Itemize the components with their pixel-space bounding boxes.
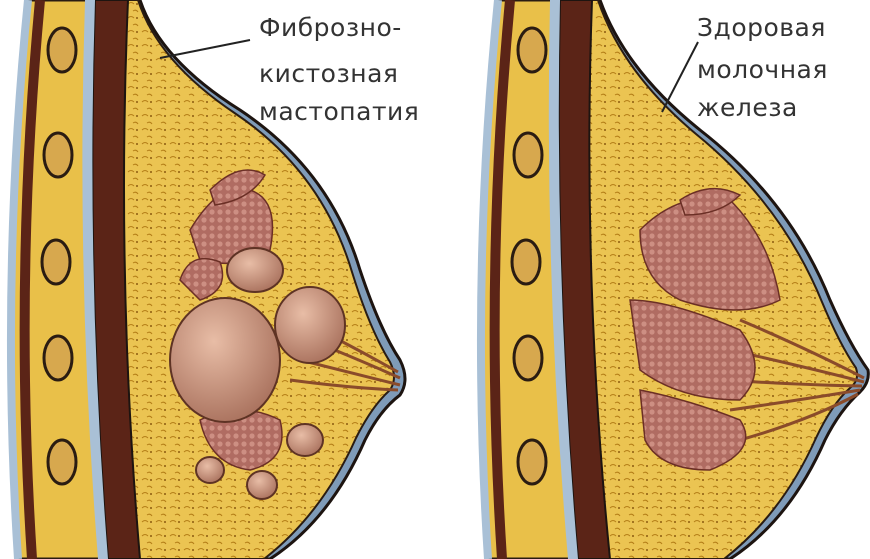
label-healthy-line-2: молочная (697, 54, 828, 86)
label-healthy-line-1: Здоровая (697, 12, 826, 44)
pointer-line-left (160, 40, 250, 58)
label-healthy-line-3: железа (697, 92, 798, 124)
pointer-line-right (662, 42, 698, 112)
label-fibrocystic-line-2: кистозная (259, 58, 398, 90)
label-fibrocystic-line-1: Фиброзно- (259, 12, 402, 44)
label-fibrocystic-line-3: мастопатия (259, 96, 419, 128)
